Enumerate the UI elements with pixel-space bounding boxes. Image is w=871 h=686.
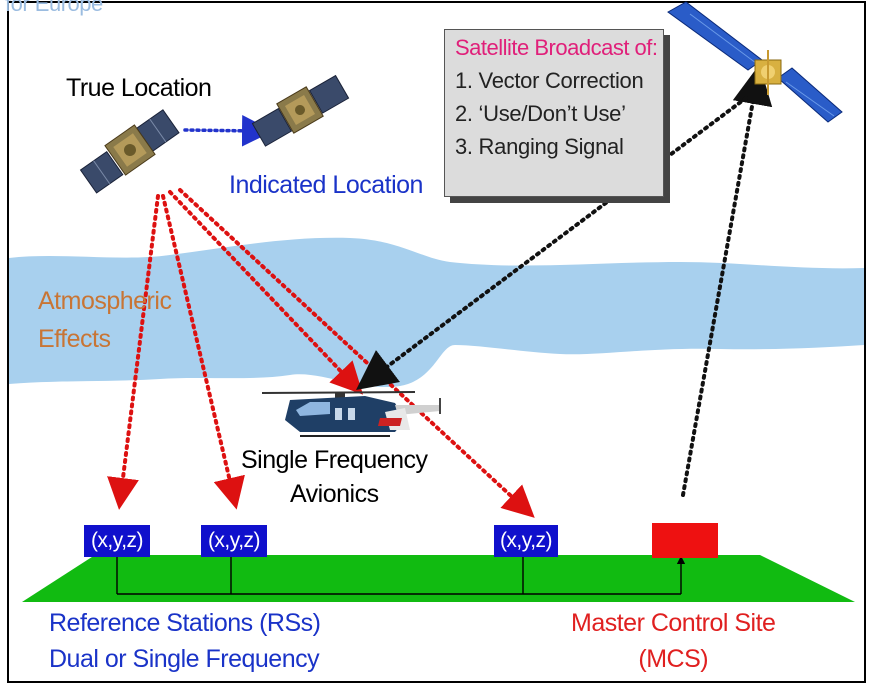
signal-to-helicopter [168,190,364,395]
rs-line1: Reference Stations (RSs) [49,609,321,637]
true-location-label: True Location [66,74,212,102]
satellite-broadcast-callout: Satellite Broadcast of: 1. Vector Correc… [444,29,664,197]
uplink-mcs-to-geo [681,64,773,497]
signal-to-rs1 [107,194,160,510]
avionics-label: Single Frequency Avionics [241,443,428,511]
geostationary-satellite-icon [667,1,843,123]
mcs-line1: Master Control Site [571,609,776,637]
gps-satellite-icon [79,109,180,194]
indicated-offset-arrow [183,115,274,147]
master-control-site-box [652,523,718,558]
mcs-line2: (MCS) [638,645,709,673]
atmospheric-line1: Atmospheric [38,287,172,315]
avionics-line1: Single Frequency [241,446,428,474]
helicopter-icon [261,391,441,437]
indicated-location-label: Indicated Location [229,171,423,199]
broadcast-title: Satellite Broadcast of: [455,35,658,60]
atmospheric-line2: Effects [38,325,111,353]
reference-stations-label: Reference Stations (RSs) Dual or Single … [49,605,321,677]
signal-to-rs2 [161,194,245,510]
gps-satellite-indicated-icon [251,74,350,147]
atmosphere-band [9,237,864,388]
reference-station-3: (x,y,z) [494,525,558,557]
avionics-line2: Avionics [289,480,379,508]
broadcast-item-2: 2. ‘Use/Don’t Use’ [455,101,626,126]
header-fragment: for Europe [5,0,103,16]
reference-station-1: (x,y,z) [84,525,150,557]
geo-to-helicopter-broadcast [355,96,748,390]
broadcast-item-1: 1. Vector Correction [455,68,644,93]
ground-network-lines [116,555,686,595]
master-control-site-label: Master Control Site (MCS) [571,605,776,677]
rs-line2: Dual or Single Frequency [49,645,320,673]
ground-plane [22,555,855,602]
atmospheric-effects-label: Atmospheric Effects [38,282,172,358]
broadcast-item-3: 3. Ranging Signal [455,134,624,159]
signal-to-rs3 [178,188,535,518]
reference-station-2: (x,y,z) [201,525,267,557]
